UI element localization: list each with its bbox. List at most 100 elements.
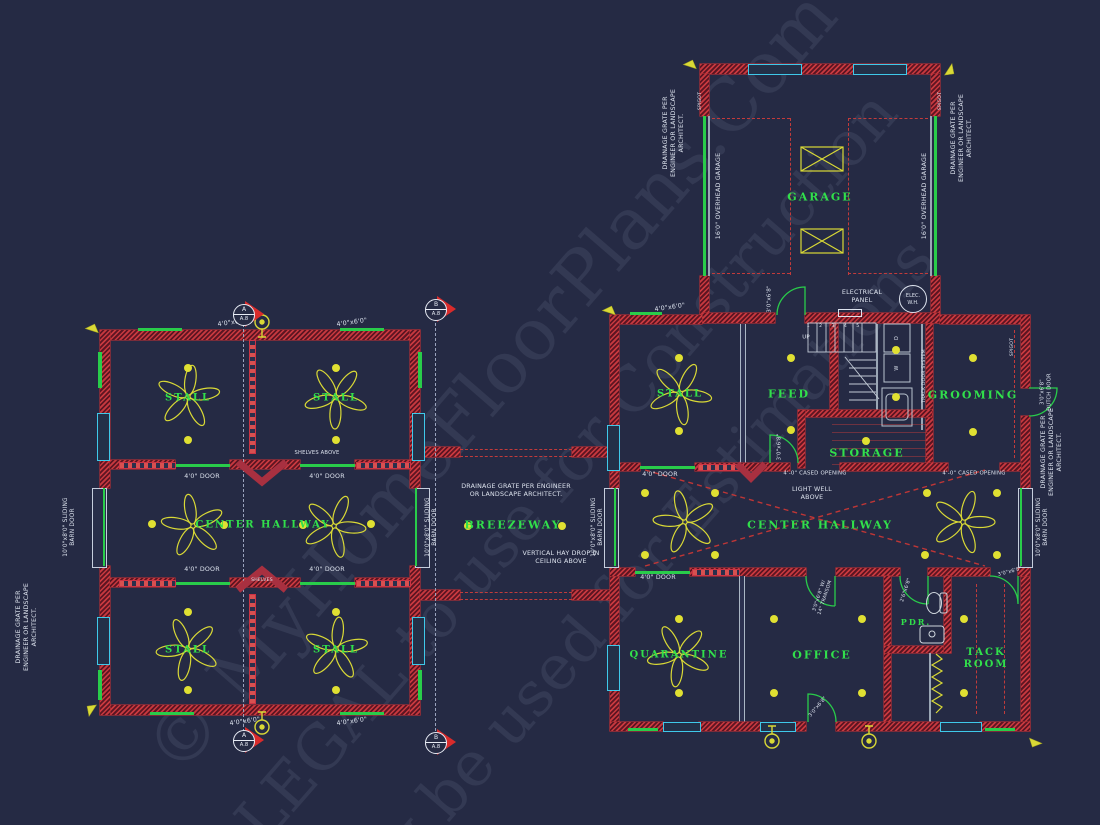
sliding-door-leaf bbox=[119, 580, 176, 587]
window bbox=[760, 722, 796, 732]
ceiling-light bbox=[923, 489, 931, 497]
ceiling-light bbox=[184, 436, 192, 444]
ceiling-light bbox=[892, 346, 900, 354]
tack-dashed-line bbox=[976, 584, 977, 714]
ceiling-light bbox=[299, 521, 307, 529]
right-barn-right-wall bbox=[1021, 315, 1030, 388]
door-swing bbox=[1028, 387, 1058, 417]
skylight-icon bbox=[800, 228, 844, 254]
right-barn-left-wall bbox=[610, 315, 619, 488]
ceiling-light bbox=[332, 364, 340, 372]
sliding-barn-door-line bbox=[614, 488, 616, 566]
sink-icon bbox=[919, 625, 945, 644]
breezeway-stub-wall bbox=[572, 590, 610, 600]
section-letter: B bbox=[426, 300, 446, 310]
corner-arrow-icon bbox=[602, 302, 619, 319]
door-dim: 4'0" DOOR bbox=[184, 566, 220, 574]
hallway-top-wall bbox=[230, 460, 300, 469]
window bbox=[412, 413, 425, 461]
door-dim: 4'0" DOOR bbox=[640, 574, 676, 582]
room-label-grooming: GROOMING bbox=[927, 388, 1019, 402]
section-line-b bbox=[435, 318, 436, 736]
left-barn-left-wall bbox=[100, 330, 110, 488]
right-barn-bottom-wall bbox=[836, 722, 940, 731]
dutch-door-dim: 3'0"x6'8" DUTCH DOOR bbox=[1039, 373, 1053, 411]
electrical-panel-label: ELECTRICAL PANEL bbox=[841, 289, 883, 304]
electrical-panel-symbol bbox=[838, 309, 862, 317]
sliding-barn-door-line bbox=[1020, 488, 1022, 566]
breezeway-dashed-edge bbox=[460, 599, 572, 600]
right-barn-right-wall bbox=[1021, 416, 1030, 488]
ceiling-light bbox=[184, 608, 192, 616]
grooming-dashed-line bbox=[1014, 330, 1015, 458]
ceiling-light bbox=[675, 354, 683, 362]
ceiling-light bbox=[184, 686, 192, 694]
sliding-door-leaf bbox=[119, 462, 176, 469]
window bbox=[607, 425, 620, 471]
cased-opening-label: 4'-0" CASED OPENING bbox=[942, 470, 1006, 477]
room-label-breezeway: BREEZEWAY bbox=[464, 518, 562, 532]
stair-laundry-line bbox=[876, 324, 878, 412]
ceiling-light bbox=[711, 551, 719, 559]
toilet-icon bbox=[926, 592, 948, 614]
room-label-stall: STALL bbox=[313, 644, 359, 656]
shelves-label: SHELVES bbox=[251, 578, 273, 584]
ceiling-light bbox=[711, 489, 719, 497]
ceiling-light bbox=[787, 354, 795, 362]
breezeway-dashed-edge bbox=[460, 456, 572, 457]
overhead-garage-label: 16'0" OVERHEAD GARAGE bbox=[921, 152, 929, 240]
hay-drop-note: VERTICAL HAY DROP IN CEILING ABOVE bbox=[522, 550, 600, 565]
office-pdr-wall bbox=[884, 576, 891, 730]
garage-right-wall bbox=[931, 276, 940, 323]
ceiling-light bbox=[969, 428, 977, 436]
door-swing bbox=[899, 575, 929, 605]
feed-door-dim: 3'0"x6'8" bbox=[776, 433, 783, 461]
ceiling-light bbox=[858, 689, 866, 697]
door-sill bbox=[628, 728, 658, 731]
sliding-barn-door-line bbox=[103, 488, 105, 566]
right-barn-top-wall bbox=[610, 315, 702, 324]
garage-bottom-wall bbox=[805, 313, 940, 323]
window bbox=[97, 413, 110, 461]
door-dim: 4'0" DOOR bbox=[642, 471, 678, 479]
overhead-door-left bbox=[703, 116, 706, 276]
garage-right-wall bbox=[931, 74, 940, 116]
room-label-center-hallway: CENTER HALLWAY bbox=[747, 518, 893, 532]
door-sill bbox=[98, 670, 102, 700]
window bbox=[97, 617, 110, 665]
door-threshold bbox=[175, 464, 230, 467]
door-dim: 4'0" DOOR bbox=[309, 566, 345, 574]
room-label-garage: GARAGE bbox=[787, 190, 853, 204]
ceiling-light bbox=[960, 689, 968, 697]
room-label-stall: STALL bbox=[657, 388, 703, 400]
ceiling-light bbox=[220, 521, 228, 529]
door-sill bbox=[985, 728, 1015, 731]
hallway-top-wall bbox=[1000, 463, 1021, 471]
overhead-door-frame bbox=[930, 116, 932, 276]
up-label: UP bbox=[802, 334, 810, 341]
stall-divider bbox=[249, 594, 256, 704]
right-barn-bottom-wall bbox=[794, 722, 806, 731]
ceiling-light bbox=[675, 689, 683, 697]
ceiling-light bbox=[770, 689, 778, 697]
garage-door-dim: 3'0"x6'8" bbox=[766, 285, 773, 313]
grooming-left-wall bbox=[926, 324, 933, 468]
door-threshold bbox=[635, 571, 690, 574]
section-letter: A bbox=[234, 305, 254, 315]
room-label-stall: STALL bbox=[313, 392, 359, 404]
hallway-bottom-wall bbox=[610, 568, 635, 576]
hallway-bottom-wall bbox=[836, 568, 900, 576]
sliding-door-leaf bbox=[356, 462, 411, 469]
sliding-barn-door-label: 10'0"x8'0" SLIDING BARN DOOR bbox=[424, 497, 438, 557]
storage-left-wall bbox=[798, 410, 805, 468]
ceiling-light bbox=[960, 615, 968, 623]
section-sheet: A.8 bbox=[239, 316, 249, 322]
section-sheet: A.8 bbox=[431, 744, 441, 750]
right-barn-top-wall bbox=[940, 315, 1030, 324]
tack-corridor-line bbox=[929, 653, 931, 723]
door-sill bbox=[418, 670, 422, 700]
overhead-garage-label: 16'0" OVERHEAD GARAGE bbox=[715, 152, 723, 240]
overhead-door-right bbox=[934, 116, 937, 276]
